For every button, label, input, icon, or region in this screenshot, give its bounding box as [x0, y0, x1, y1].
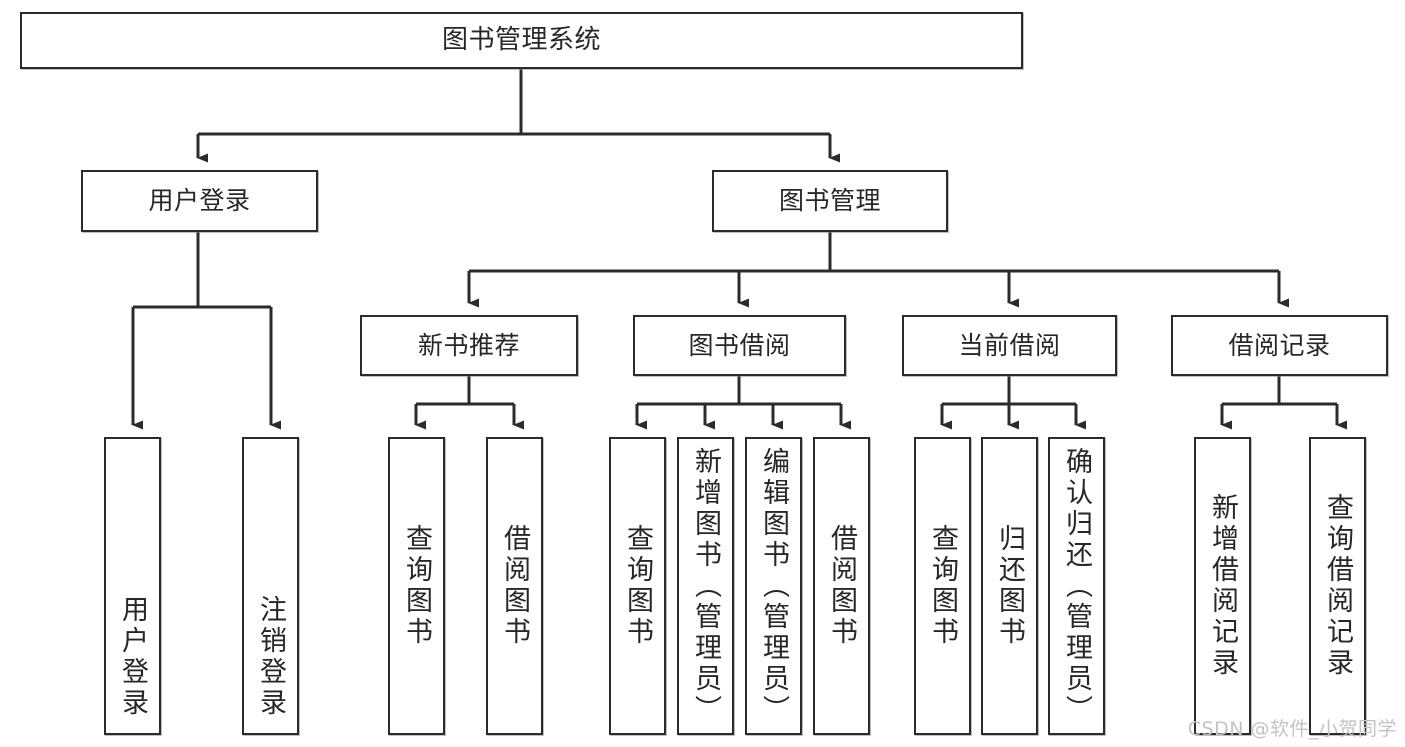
node-label: 借阅图书	[499, 524, 530, 648]
node-borrow-record[interactable]: 借阅记录	[1171, 315, 1388, 376]
node-label: 查询图书	[401, 524, 432, 648]
node-current-borrow[interactable]: 当前借阅	[902, 315, 1117, 376]
leaf-borrow-record-query-record[interactable]: 查询借阅记录	[1309, 437, 1366, 735]
leaf-current-borrow-confirm-return-admin[interactable]: 确认归还（管理员）	[1048, 437, 1105, 735]
node-label: 借阅记录	[1228, 330, 1331, 360]
node-label: 用户登录	[117, 595, 148, 719]
node-user-login[interactable]: 用户登录	[81, 170, 318, 232]
node-new-book-recommend[interactable]: 新书推荐	[360, 315, 578, 376]
leaf-current-borrow-return-book[interactable]: 归还图书	[981, 437, 1038, 735]
node-label: 查询借阅记录	[1322, 493, 1353, 679]
leaf-borrow-record-add-record[interactable]: 新增借阅记录	[1194, 437, 1251, 735]
leaf-book-borrow-add-book-admin[interactable]: 新增图书（管理员）	[677, 437, 734, 735]
node-label: 图书管理系统	[441, 25, 601, 56]
node-root-book-management-system[interactable]: 图书管理系统	[20, 12, 1023, 69]
node-label: 当前借阅	[958, 330, 1061, 360]
node-label: 新书推荐	[417, 330, 520, 360]
node-book-management[interactable]: 图书管理	[712, 170, 948, 232]
leaf-book-borrow-query-book[interactable]: 查询图书	[609, 437, 666, 735]
node-label: 编辑图书（管理员）	[758, 447, 789, 726]
node-label: 新增借阅记录	[1207, 493, 1238, 679]
leaf-user-login-login[interactable]: 用户登录	[104, 437, 161, 735]
leaf-book-borrow-edit-book-admin[interactable]: 编辑图书（管理员）	[745, 437, 802, 735]
leaf-current-borrow-query-book[interactable]: 查询图书	[914, 437, 971, 735]
node-label: 归还图书	[994, 524, 1025, 648]
node-label: 图书管理	[778, 186, 881, 216]
leaf-new-book-query-book[interactable]: 查询图书	[388, 437, 445, 735]
leaf-book-borrow-borrow-book[interactable]: 借阅图书	[813, 437, 870, 735]
node-label: 图书借阅	[688, 330, 791, 360]
node-label: 查询图书	[622, 524, 653, 648]
csdn-watermark: CSDN @软件_小贺同学	[1187, 718, 1397, 740]
node-label: 新增图书（管理员）	[690, 447, 721, 726]
node-label: 注销登录	[255, 595, 286, 719]
node-label: 确认归还（管理员）	[1061, 447, 1092, 726]
leaf-user-login-logout[interactable]: 注销登录	[242, 437, 299, 735]
node-label: 查询图书	[927, 524, 958, 648]
node-label: 借阅图书	[826, 524, 857, 648]
node-book-borrow[interactable]: 图书借阅	[633, 315, 846, 376]
leaf-new-book-borrow-book[interactable]: 借阅图书	[486, 437, 543, 735]
node-label: 用户登录	[148, 186, 251, 216]
